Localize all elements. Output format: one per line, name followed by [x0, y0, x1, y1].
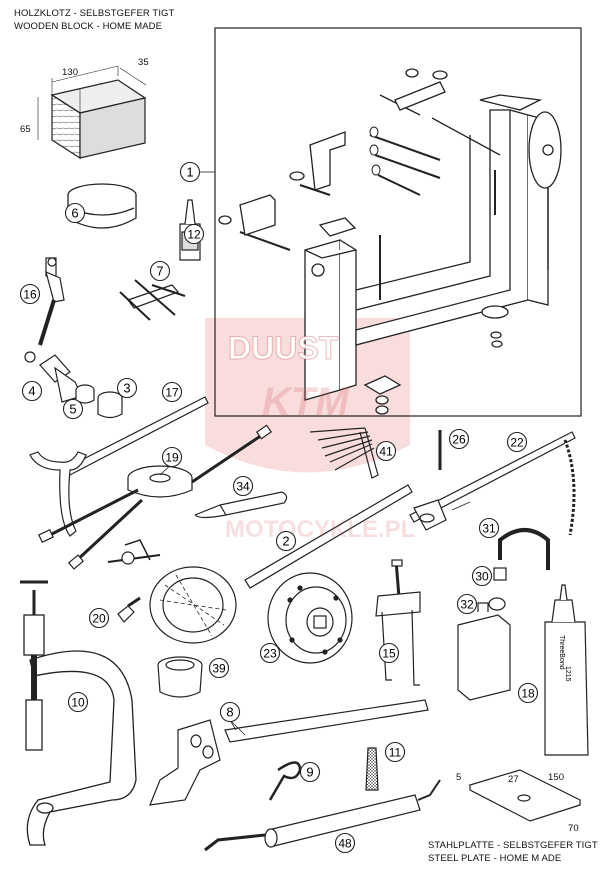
tool-7-clamp — [119, 279, 186, 321]
tool-4-socket — [24, 351, 83, 403]
tool-1-frame — [214, 27, 582, 417]
tool-5-bushing — [75, 384, 95, 404]
steel-plate-drawing — [468, 769, 582, 822]
dim-plate-width: 27 — [508, 774, 519, 785]
tool-3-sleeve — [97, 391, 123, 419]
dim-plate-depth: 70 — [568, 823, 579, 834]
tool-9-hook — [268, 761, 302, 801]
tool-8-bracket-bar — [149, 699, 429, 806]
tool-34-spanner — [194, 491, 288, 519]
tool-48-grease-gun — [204, 779, 441, 852]
watermark-logo-text: KTM — [262, 380, 349, 424]
tool-20-screw — [117, 596, 141, 623]
steel-plate-caption-en: STEEL PLATE - HOME M ADE — [428, 853, 562, 864]
dim-block-depth: 35 — [138, 57, 149, 68]
tube-brand-label: ThreeBond — [558, 635, 565, 670]
wooden-block-caption-de: HOLZKLOTZ - SELBSTGEFER TIGT — [14, 8, 175, 19]
tool-31-hose — [498, 528, 550, 570]
frame-bolt-heads — [369, 126, 381, 176]
wooden-block-caption-en: WOODEN BLOCK - HOME MADE — [14, 21, 163, 32]
tool-39-cup — [157, 656, 203, 698]
tool-17-rod — [61, 396, 209, 478]
tool-6-ring-drawing — [67, 183, 137, 229]
dim-plate-thickness: 5 — [456, 772, 462, 783]
tool-23-flywheel-puller — [267, 572, 353, 664]
dim-block-length: 130 — [62, 67, 79, 78]
oil-container — [457, 602, 511, 701]
wooden-block-drawing — [37, 65, 147, 160]
watermark-site: MOTOCYKLE.PL — [225, 516, 416, 543]
tool-32-nut — [488, 597, 506, 611]
tool-19-holding-wrench — [29, 424, 273, 570]
tool-18-sealant-tube — [544, 584, 589, 756]
tool-15-gear-puller — [375, 559, 421, 686]
tool-22-chain-wrench — [409, 431, 576, 536]
watermark-brand: DUUST — [227, 330, 339, 367]
tool-16-puller — [38, 257, 65, 346]
tool-41-hex-keys — [309, 427, 379, 479]
steel-plate-caption-de: STAHLPLATTE - SELBSTGEFER TIGT — [428, 840, 598, 851]
tool-2-clutch-holder — [107, 484, 413, 644]
dim-block-height: 65 — [20, 124, 31, 135]
tool-11-brush — [365, 747, 379, 791]
tool-30-nipple — [493, 567, 507, 581]
tube-code-label: 1215 — [564, 666, 571, 682]
tool-1-engine-stand — [218, 68, 562, 415]
dim-plate-length: 150 — [548, 772, 565, 783]
tool-10-valve-spring-compressor — [20, 580, 137, 846]
tool-12-loctite-bottle — [179, 199, 201, 261]
